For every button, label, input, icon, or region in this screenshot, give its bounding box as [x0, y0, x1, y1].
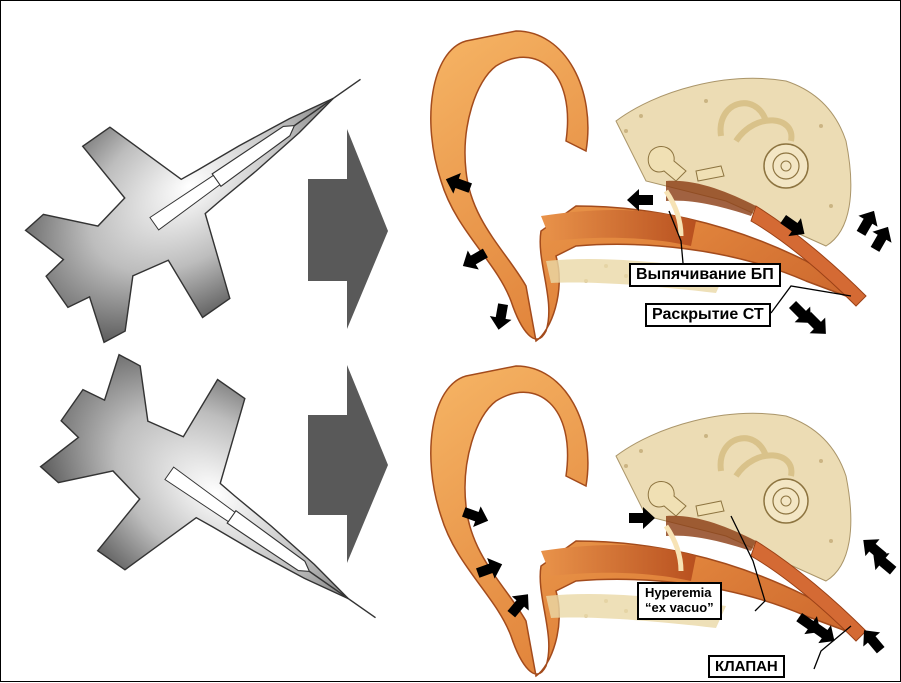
- ear-anatomy-top: [431, 31, 866, 341]
- right-arrow-icon: [308, 365, 388, 563]
- hyperemia-label: Hyperemia “ex vacuo”: [637, 582, 722, 620]
- hyperemia-line2: “ex vacuo”: [645, 601, 714, 616]
- right-arrow-icon: [308, 129, 388, 329]
- tube-opening-label: Раскрытие СТ: [645, 303, 771, 327]
- hyperemia-line1: Hyperemia: [645, 586, 714, 601]
- valve-label: КЛАПАН: [708, 655, 785, 678]
- eardrum-bulge-label: Выпячивание БП: [629, 263, 781, 287]
